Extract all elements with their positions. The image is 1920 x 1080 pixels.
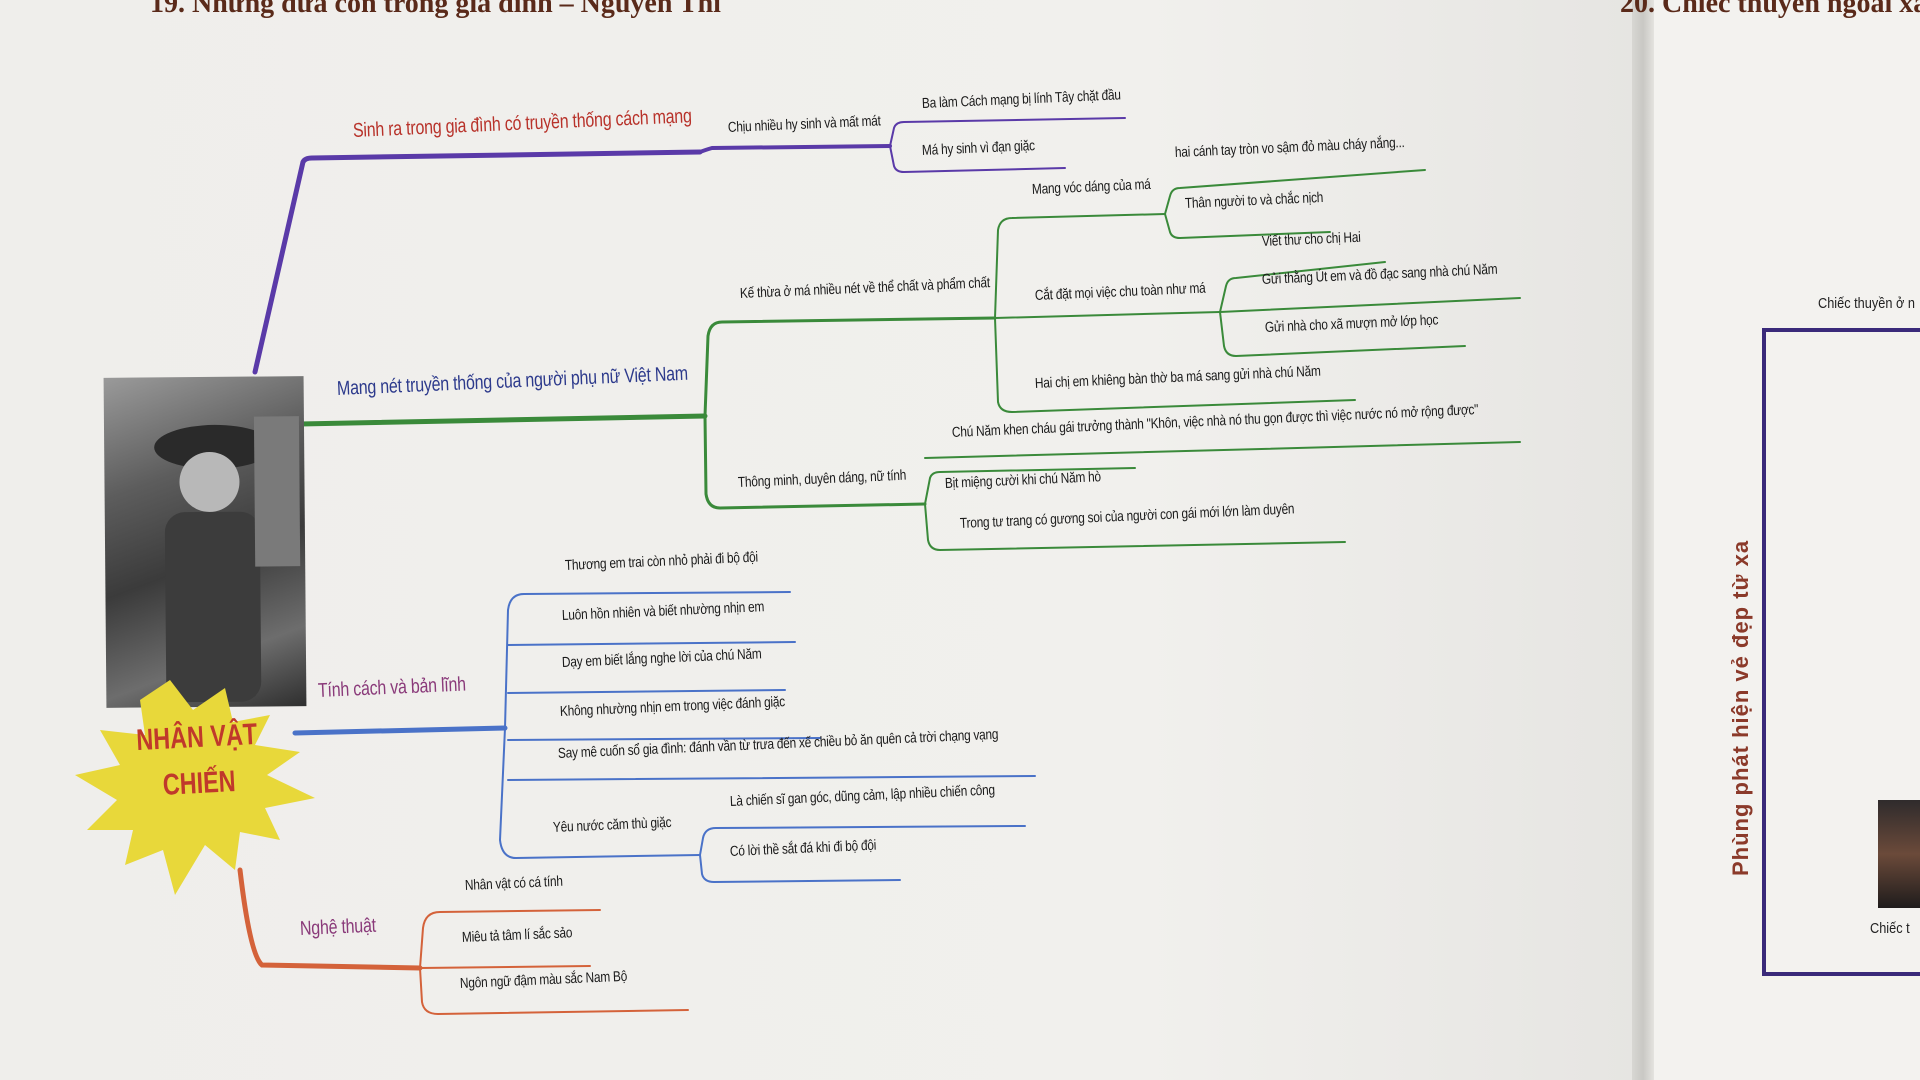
connector-nhan-vat <box>419 909 601 969</box>
connector-chiu-nhieu <box>698 144 892 154</box>
connector-bit-mieng <box>924 467 1136 505</box>
connector-day-em <box>507 689 786 694</box>
left-page-header: 19. Những đứa con trong gia đình – Nguyễ… <box>150 0 721 19</box>
right-page-frame <box>1762 328 1920 976</box>
connector-sinh-ra <box>252 149 703 375</box>
connector-say-me <box>507 775 1036 781</box>
connector-thong-minh <box>703 414 927 510</box>
connector-mieu-ta <box>419 965 591 969</box>
connector-luon-hon <box>507 641 796 646</box>
connector-cat-dat <box>994 311 1221 319</box>
connector-yeu-nuoc <box>498 727 701 860</box>
branch-nghe-thuat: Nghệ thuật <box>299 914 377 940</box>
right-page-label-top: Chiếc thuyền ở n <box>1818 295 1915 312</box>
right-page-vertical-title: Phùng phát hiện vẻ đẹp từ xa <box>1728 539 1753 876</box>
right-page-label-bottom: Chiếc t <box>1870 920 1910 937</box>
central-title-line2: CHIẾN <box>161 765 237 802</box>
central-title-line1: NHÂN VẬT <box>135 717 259 758</box>
connector-hai-canh-tay <box>1164 169 1426 215</box>
connector-nghe-thuat <box>237 867 423 971</box>
connector-khong-nhuong <box>507 737 821 741</box>
connector-co-loi-the <box>699 854 901 884</box>
book-gutter <box>1632 0 1654 1080</box>
connector-mang-voc <box>994 213 1166 319</box>
central-star-shape <box>75 680 315 895</box>
connector-gui-nha <box>1219 311 1466 358</box>
right-page <box>1654 0 1920 1080</box>
central-node-label: NHÂN VẬT CHIẾN <box>133 712 262 810</box>
connector-trong-tu <box>924 503 1346 552</box>
connector-tinh-cach <box>292 725 508 736</box>
connector-hai-chi-em <box>994 317 1356 414</box>
connector-la-chien-si <box>699 825 1026 856</box>
character-photo <box>103 376 307 708</box>
connector-ba-lam <box>889 117 1126 147</box>
connector-thuong-em <box>504 591 791 729</box>
connector-than-nguoi <box>1164 213 1331 240</box>
connector-ma-hy-sinh <box>889 145 1066 174</box>
connector-ngon-ngu <box>419 967 689 1016</box>
right-page-header: 20. Chiếc thuyền ngoài xa <box>1620 0 1920 19</box>
connector-mang-net <box>297 413 708 427</box>
connector-viet-thu <box>1219 261 1386 313</box>
connector-ke-thua <box>703 316 997 418</box>
connector-gui-thang <box>1219 297 1521 313</box>
right-page-thumbnail <box>1878 800 1920 908</box>
connector-chu-nam-khen <box>924 441 1521 459</box>
photo-figure-shape <box>154 416 301 703</box>
